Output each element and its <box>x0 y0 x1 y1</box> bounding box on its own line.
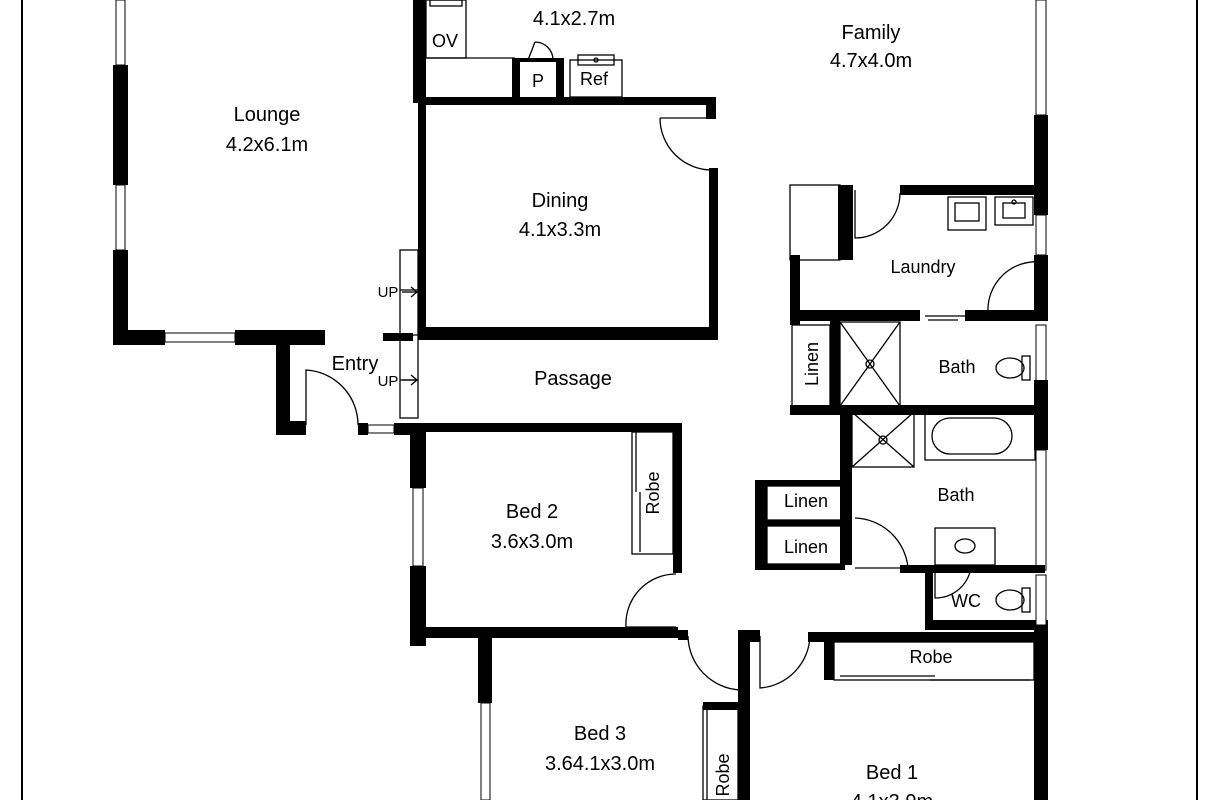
stairs-up-label-upper: UP <box>378 284 399 301</box>
oven-label: OV <box>432 31 458 51</box>
bed2-walls <box>410 423 682 646</box>
kitchen-dims: 4.1x2.7m <box>533 8 615 30</box>
passage-label: Passage <box>534 368 612 390</box>
family-label: Family <box>842 22 901 44</box>
linen-cupboards <box>755 480 845 570</box>
bath-upper-label: Bath <box>938 357 975 377</box>
lounge-dims: 4.2x6.1m <box>226 134 308 156</box>
laundry-walls <box>789 184 1048 325</box>
bed3-dims: 3.64.1x3.0m <box>545 753 655 775</box>
lounge-label: Lounge <box>234 104 301 126</box>
wc-walls <box>900 565 1048 630</box>
linen-label-upper: Linen <box>802 342 822 386</box>
bed1-walls <box>750 630 1048 800</box>
linen-label-lower: Linen <box>784 537 828 557</box>
entry-walls <box>276 330 410 435</box>
robe-bed2-label: Robe <box>643 471 663 514</box>
bath-upper-walls <box>790 320 1048 450</box>
wc-label: WC <box>951 591 981 611</box>
pantry-label: P <box>532 71 544 91</box>
page-border <box>21 0 1198 800</box>
family-dims: 4.7x4.0m <box>830 50 912 72</box>
bed2-label: Bed 2 <box>506 501 558 523</box>
bed3-label: Bed 3 <box>574 723 626 745</box>
kitchen-walls <box>425 0 716 119</box>
bed2-dims: 3.6x3.0m <box>491 531 573 553</box>
stairs-up-label-lower: UP <box>378 373 399 390</box>
bath-lower-label: Bath <box>937 485 974 505</box>
dining-dims: 4.1x3.3m <box>519 219 601 241</box>
linen-label-middle: Linen <box>784 491 828 511</box>
dining-walls <box>418 103 718 340</box>
lounge-walls <box>113 0 426 345</box>
robe-bed1-label: Robe <box>909 647 952 667</box>
laundry-label: Laundry <box>890 257 955 277</box>
bed3-walls <box>478 630 750 800</box>
bath-lower-walls <box>840 410 1047 571</box>
bed1-label: Bed 1 <box>866 762 918 784</box>
entry-label: Entry <box>332 353 379 375</box>
robe-bed3-label: Robe <box>713 753 733 796</box>
dining-label: Dining <box>532 190 589 212</box>
fridge-label: Ref <box>580 69 609 89</box>
family-walls <box>1034 0 1048 256</box>
bed1-dims: 4.1x3.9m <box>851 791 933 800</box>
